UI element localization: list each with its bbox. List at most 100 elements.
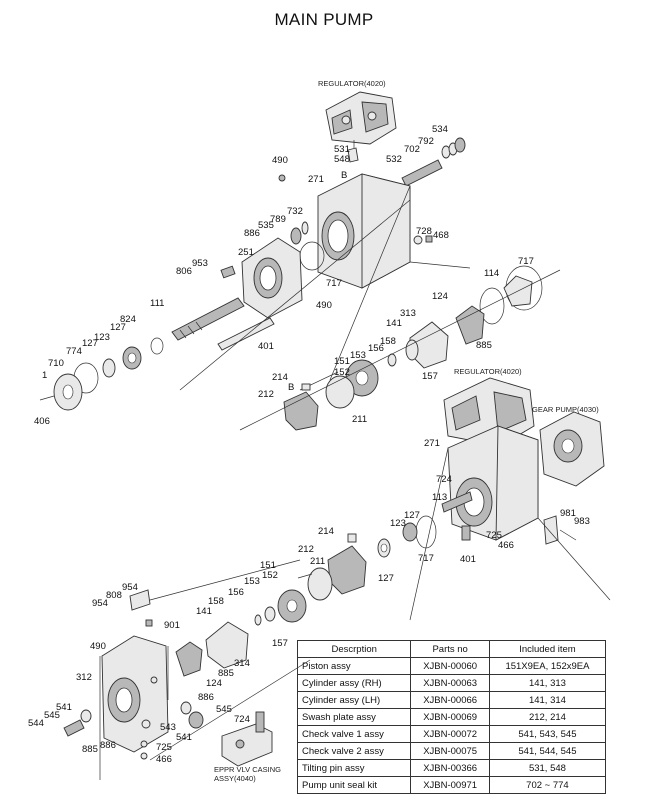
callout: 886 <box>244 228 260 239</box>
eppr-label-line2: ASSY(4040) <box>214 774 256 783</box>
callout: 141 <box>196 606 212 617</box>
callout: 490 <box>90 641 106 652</box>
row-included-item: 141, 313 <box>488 674 607 692</box>
valve-block-312 <box>99 589 169 780</box>
callout: 885 <box>476 340 492 351</box>
callout: 127 <box>378 573 394 584</box>
callout: 157 <box>422 371 438 382</box>
eppr-label-line1: EPPR VLV CASING <box>214 765 281 774</box>
callout: 212 <box>258 389 274 400</box>
seals-mid <box>377 515 437 558</box>
callout: 111 <box>150 298 164 309</box>
callout: 124 <box>206 678 222 689</box>
callout: 886 <box>100 740 116 751</box>
pump-casing-top <box>278 173 471 381</box>
callout: 710 <box>48 358 64 369</box>
swash-plate-lower <box>307 533 367 601</box>
callout: 981 <box>560 508 576 519</box>
col-parts-no-header: Parts no <box>410 640 490 658</box>
callout: 885 <box>82 744 98 755</box>
parts-table: Descrption Parts no Included item Piston… <box>296 640 607 794</box>
callout: 214 <box>318 526 334 537</box>
callout: 531 <box>334 144 350 155</box>
table-row: Cylinder assy (LH) XJBN-00066 141, 314 <box>296 691 607 709</box>
callout: 808 <box>106 590 122 601</box>
callout: 792 <box>418 136 434 147</box>
check-valves-lower <box>63 701 204 760</box>
pump-casing-mid <box>409 425 611 621</box>
row-parts-no: XJBN-00072 <box>410 725 490 743</box>
page-title: MAIN PUMP <box>274 10 374 29</box>
row-description: Cylinder assy (LH) <box>296 691 412 709</box>
col-included-item-header: Included item <box>488 640 607 658</box>
callout: 153 <box>244 576 260 587</box>
callout: 541 <box>56 702 72 713</box>
callout: 535 <box>258 220 274 231</box>
table-row: Tilting pin assy XJBN-00366 531, 548 <box>296 759 607 777</box>
callout: 466 <box>156 754 172 765</box>
callout: 548 <box>334 154 350 165</box>
callout: 717 <box>326 278 342 289</box>
table-row: Pump unit seal kit XJBN-00971 702 ~ 774 <box>296 776 607 794</box>
callout: 151 <box>260 560 276 571</box>
callout: 885 <box>218 668 234 679</box>
row-included-item: 141, 314 <box>488 691 607 709</box>
callout: 545 <box>216 704 232 715</box>
row-description: Pump unit seal kit <box>296 776 412 794</box>
callout: 886 <box>198 692 214 703</box>
callout: 544 <box>28 718 44 729</box>
callout: 545 <box>44 710 60 721</box>
row-parts-no: XJBN-00060 <box>410 657 490 675</box>
callout: 127 <box>82 338 98 349</box>
callout: 702 <box>404 144 420 155</box>
callout: 824 <box>120 314 136 325</box>
table-header-row: Descrption Parts no Included item <box>296 640 607 658</box>
rod-401 <box>217 317 275 351</box>
callout: 490 <box>272 155 288 166</box>
eppr-valve-part <box>221 711 273 767</box>
callout: 114 <box>484 268 499 279</box>
callout: B <box>341 170 347 181</box>
table-row: Cylinder assy (RH) XJBN-00063 141, 313 <box>296 674 607 692</box>
row-included-item: 212, 214 <box>488 708 607 726</box>
regulator-top-label: REGULATOR(4020) <box>318 79 386 88</box>
regulator-mid-label: REGULATOR(4020) <box>454 367 522 376</box>
callout: 271 <box>424 438 440 449</box>
row-included-item: 531, 548 <box>488 759 607 777</box>
callout: 725 <box>486 530 502 541</box>
row-description: Piston assy <box>296 657 412 675</box>
callout: 543 <box>160 722 176 733</box>
callout-labels: REGULATOR(4020) REGULATOR(4020) GEAR PUM… <box>28 79 599 783</box>
callout: 490 <box>316 300 332 311</box>
row-parts-no: XJBN-00366 <box>410 759 490 777</box>
callout: 127 <box>404 510 420 521</box>
callout: 123 <box>390 518 406 529</box>
callout: 153 <box>350 350 366 361</box>
row-description: Cylinder assy (RH) <box>296 674 412 692</box>
row-included-item: 151X9EA, 152x9EA <box>488 657 607 675</box>
callout: 127 <box>110 322 126 333</box>
callout: 725 <box>156 742 172 753</box>
row-description: Check valve 1 assy <box>296 725 412 743</box>
callout: 251 <box>238 247 254 258</box>
row-description: Tilting pin assy <box>296 759 412 777</box>
callout: 732 <box>287 206 303 217</box>
drive-shaft-111 <box>171 297 245 341</box>
row-description: Check valve 2 assy <box>296 742 412 760</box>
callout: 806 <box>176 266 192 277</box>
callout: 124 <box>432 291 448 302</box>
callout: 541 <box>176 732 192 743</box>
callout: 152 <box>262 570 278 581</box>
callout: 953 <box>192 258 208 269</box>
bearings-seals-upper <box>39 337 164 411</box>
callout: 532 <box>386 154 402 165</box>
callout: 789 <box>270 214 286 225</box>
callout: 983 <box>574 516 590 527</box>
table-row: Swash plate assy XJBN-00069 212, 214 <box>296 708 607 726</box>
callout: 774 <box>66 346 82 357</box>
callout: 468 <box>433 230 449 241</box>
row-included-item: 541, 543, 545 <box>488 725 607 743</box>
row-parts-no: XJBN-00063 <box>410 674 490 692</box>
callout: 954 <box>122 582 138 593</box>
